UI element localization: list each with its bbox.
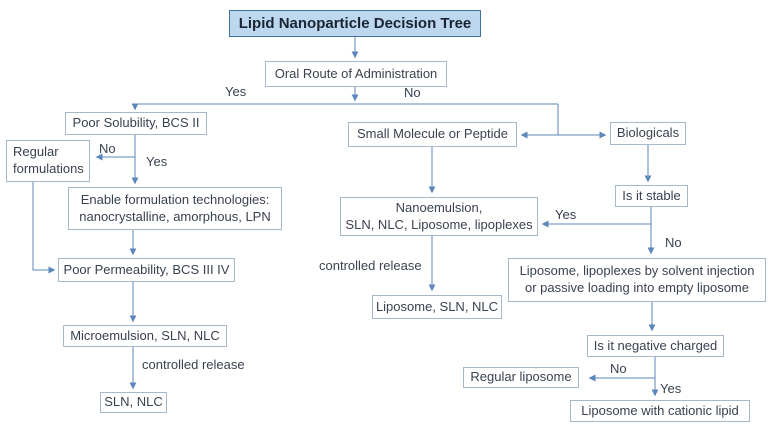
edge-label-oral-yes: Yes [225,84,247,99]
node-regular-liposome: Regular liposome [463,367,579,388]
node-solvent-injection: Liposome, lipoplexes by solvent injectio… [508,258,766,302]
edge-label-stable-yes: Yes [555,207,577,222]
node-cationic-lipid: Liposome with cationic lipid [570,400,750,422]
diagram-title: Lipid Nanoparticle Decision Tree [229,10,481,37]
node-sln-nlc: SLN, NLC [100,392,167,413]
node-poor-permeability: Poor Permeability, BCS III IV [58,258,235,282]
node-small-molecule: Small Molecule or Peptide [348,122,517,147]
node-poor-solubility: Poor Solubility, BCS II [65,112,207,135]
node-enable-technologies: Enable formulation technologies: nanocry… [68,187,282,230]
edge-label-charged-no: No [610,361,627,376]
node-microemulsion: Microemulsion, SLN, NLC [63,325,227,347]
edge-label-solubility-yes: Yes [146,154,168,169]
edge-label-controlled-release-mid: controlled release [319,258,422,273]
node-oral-route: Oral Route of Administration [265,61,447,87]
node-liposome-sln-nlc: Liposome, SLN, NLC [372,295,502,319]
node-nanoemulsion: Nanoemulsion, SLN, NLC, Liposome, lipopl… [340,197,538,236]
edge-regular-to-permeability [32,181,56,274]
node-is-negative-charged: Is it negative charged [587,335,724,357]
edge-label-controlled-release-left: controlled release [142,357,245,372]
edge-label-solubility-no: No [99,141,116,156]
edge-label-oral-no: No [404,85,421,100]
edge-label-charged-yes: Yes [660,381,682,396]
node-regular-formulations: Regular formulations [6,140,90,182]
node-is-it-stable: Is it stable [615,185,688,207]
edge-label-stable-no: No [665,235,682,250]
node-biologicals: Biologicals [610,122,686,145]
